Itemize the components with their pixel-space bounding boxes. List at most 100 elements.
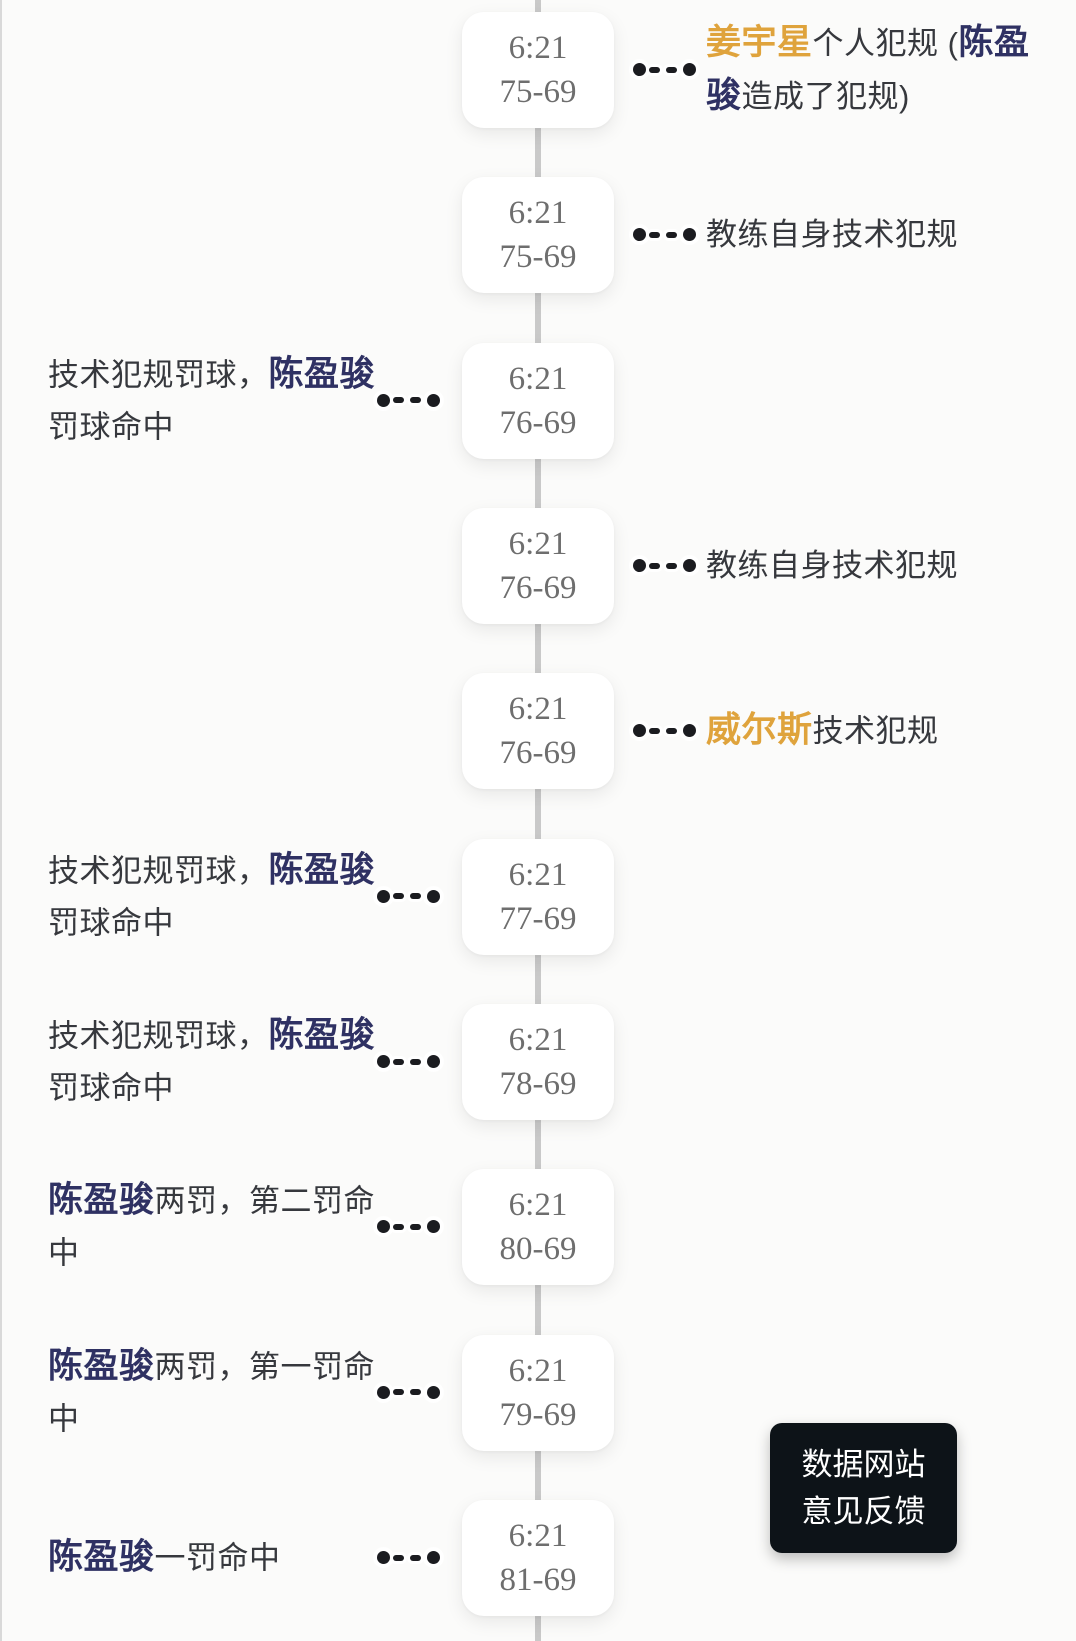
event-text-segment: 教练自身技术犯规 xyxy=(706,217,958,253)
dot-icon xyxy=(427,1385,440,1399)
dot-icon xyxy=(427,1055,440,1069)
connector-left xyxy=(370,889,440,903)
dash-icon xyxy=(666,66,677,73)
event-text-segment: 技术犯规 xyxy=(812,713,939,749)
dash-icon xyxy=(393,1389,404,1396)
dash-icon xyxy=(666,727,677,734)
page-left-edge xyxy=(0,0,2,1641)
dash-icon xyxy=(649,727,660,734)
dash-icon xyxy=(649,66,660,73)
feedback-button[interactable]: 数据网站 意见反馈 xyxy=(770,1423,957,1553)
dash-icon xyxy=(410,1223,421,1230)
event-text-segment: 技术犯规罚球， xyxy=(48,853,269,889)
event-text-segment: 两罚，第二罚命中 xyxy=(48,1183,376,1271)
dash-icon xyxy=(410,1058,421,1065)
player-name: 陈盈骏 xyxy=(48,1346,155,1386)
event-text-segment: 技术犯规罚球， xyxy=(48,357,269,393)
event-description: 教练自身技术犯规 xyxy=(706,209,1038,261)
dot-icon xyxy=(427,889,440,903)
event-text-segment: 技术犯规罚球， xyxy=(48,1018,269,1054)
player-name: 陈盈骏 xyxy=(268,354,376,394)
feedback-label-feedback: 意见反馈 xyxy=(801,1494,926,1529)
event-text-segment: 罚球命中 xyxy=(48,1070,174,1106)
dash-icon xyxy=(393,1223,404,1230)
event-time: 6:21 xyxy=(508,1022,568,1059)
feedback-label-site: 数据网站 xyxy=(801,1447,926,1482)
event-score: 76-69 xyxy=(499,570,577,607)
event-text-segment: 罚球命中 xyxy=(48,409,174,445)
player-name: 陈盈骏 xyxy=(268,850,376,890)
dot-icon xyxy=(633,228,646,242)
dot-icon xyxy=(683,724,696,738)
player-name: 陈盈骏 xyxy=(48,1537,155,1577)
dash-icon xyxy=(649,562,660,569)
event-description: 陈盈骏两罚，第一罚命中 xyxy=(48,1340,393,1445)
event-description: 教练自身技术犯规 xyxy=(706,540,1038,592)
event-score: 81-69 xyxy=(499,1562,577,1599)
connector-right xyxy=(633,559,696,573)
connector-left xyxy=(370,1551,440,1565)
dash-icon xyxy=(393,1554,404,1561)
dot-icon xyxy=(633,724,646,738)
connector-right xyxy=(633,63,696,76)
player-name: 威尔斯 xyxy=(706,710,813,750)
player-name: 陈盈骏 xyxy=(706,23,1030,115)
event-description: 陈盈骏两罚，第二罚命中 xyxy=(48,1175,393,1280)
dot-icon xyxy=(377,889,390,903)
event-score: 75-69 xyxy=(499,239,577,276)
event-time: 6:21 xyxy=(508,1518,568,1555)
dot-icon xyxy=(683,63,696,76)
dash-icon xyxy=(393,397,404,404)
event-text-segment: 教练自身技术犯规 xyxy=(706,548,958,584)
event-score: 79-69 xyxy=(499,1396,577,1433)
connector-right xyxy=(633,724,696,738)
dash-icon xyxy=(393,1058,404,1065)
event-text-segment: 罚球命中 xyxy=(48,905,174,941)
event-time: 6:21 xyxy=(508,195,568,232)
dot-icon xyxy=(427,1551,440,1565)
event-description: 威尔斯技术犯规 xyxy=(706,705,1038,758)
dash-icon xyxy=(666,231,677,238)
dash-icon xyxy=(393,893,404,900)
connector-right xyxy=(633,228,696,242)
dot-icon xyxy=(683,559,696,573)
event-time: 6:21 xyxy=(508,691,568,728)
event-text-segment: 一罚命中 xyxy=(154,1540,281,1576)
event-score: 77-69 xyxy=(499,900,577,937)
dash-icon xyxy=(410,1554,421,1561)
event-score: 80-69 xyxy=(499,1231,577,1268)
event-description: 姜宇星个人犯规 (陈盈骏造成了犯规) xyxy=(706,17,1038,123)
connector-left xyxy=(370,1220,440,1234)
player-name: 陈盈骏 xyxy=(268,1015,376,1055)
dot-icon xyxy=(633,559,646,573)
score-card: 6:21 76-69 xyxy=(462,508,614,625)
timeline-line xyxy=(535,0,541,1641)
dash-icon xyxy=(649,231,660,238)
dot-icon xyxy=(633,63,646,76)
score-card: 6:21 80-69 xyxy=(462,1169,614,1286)
dash-icon xyxy=(410,1389,421,1396)
score-card: 6:21 77-69 xyxy=(462,838,614,955)
connector-left xyxy=(370,1385,440,1399)
event-score: 75-69 xyxy=(499,74,577,110)
dot-icon xyxy=(377,393,390,407)
score-card: 6:21 75-69 xyxy=(462,177,614,294)
event-time: 6:21 xyxy=(508,1187,568,1224)
event-text-segment: 两罚，第一罚命中 xyxy=(48,1349,376,1437)
player-name: 姜宇星 xyxy=(706,23,813,62)
event-description: 技术犯规罚球，陈盈骏罚球命中 xyxy=(48,1010,393,1115)
dash-icon xyxy=(410,397,421,404)
event-time: 6:21 xyxy=(508,526,568,563)
dot-icon xyxy=(377,1220,390,1234)
event-time: 6:21 xyxy=(508,856,568,893)
dot-icon xyxy=(377,1055,390,1069)
connector-left xyxy=(370,1055,440,1069)
dash-icon xyxy=(666,562,677,569)
event-time: 6:21 xyxy=(508,360,568,397)
event-text-segment: 造成了犯规) xyxy=(741,79,910,114)
score-card: 6:21 81-69 xyxy=(462,1500,614,1617)
